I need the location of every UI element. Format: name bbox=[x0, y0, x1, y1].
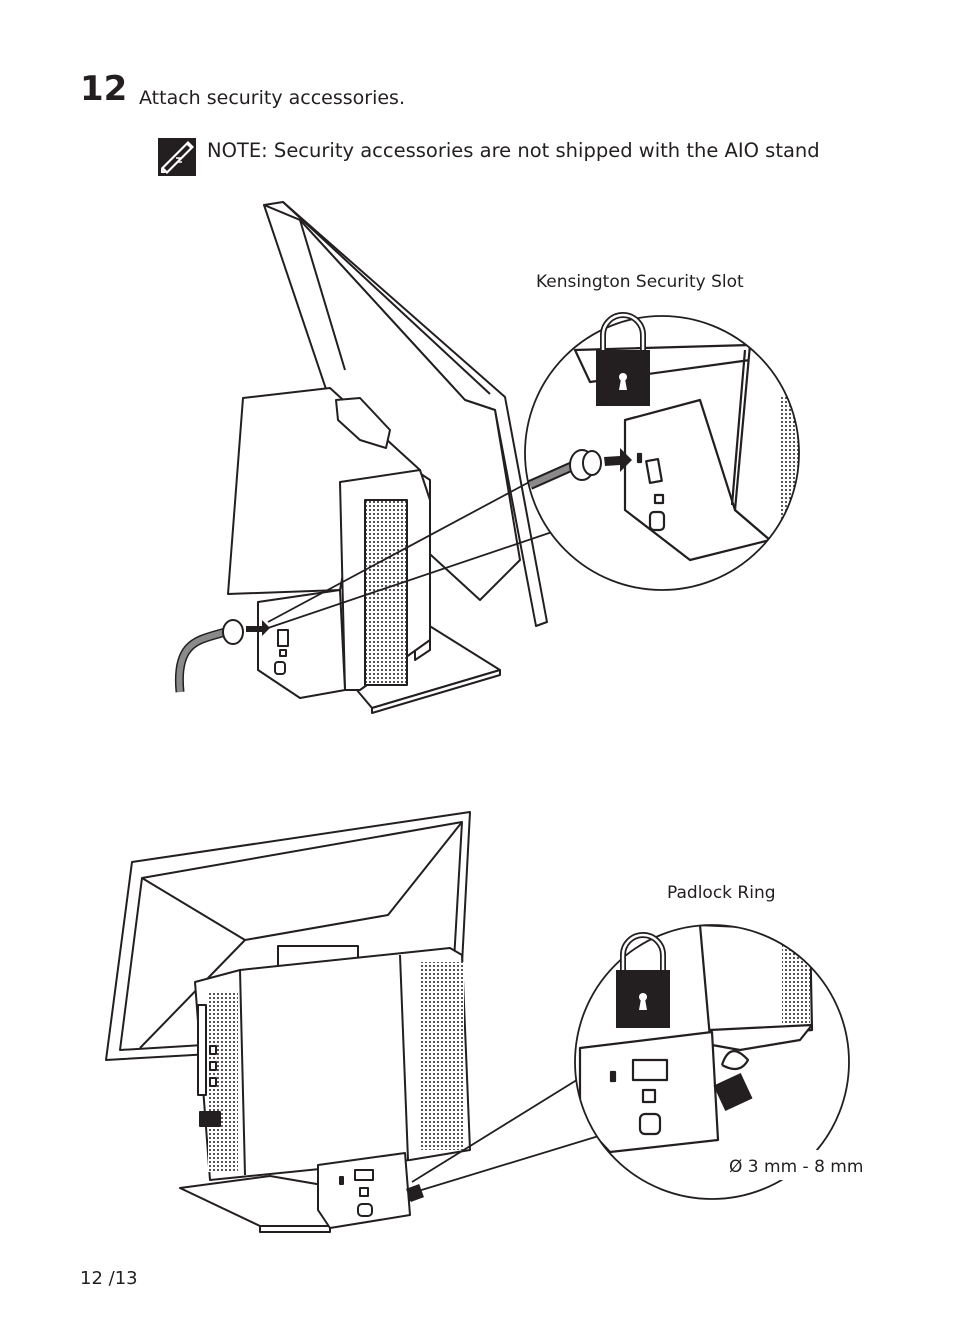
note-text: NOTE: Security accessories are not shipp… bbox=[207, 139, 820, 162]
step-instruction: Attach security accessories. bbox=[139, 87, 405, 109]
step-number: 12 bbox=[80, 69, 128, 109]
page-number: 12 /13 bbox=[80, 1268, 138, 1289]
padlock-ring-label: Padlock Ring bbox=[667, 883, 776, 903]
ring-diameter-label: Ø 3 mm - 8 mm bbox=[729, 1157, 864, 1177]
padlock-icon bbox=[616, 932, 670, 1028]
kensington-slot-label: Kensington Security Slot bbox=[536, 272, 744, 292]
note-pencil-icon bbox=[158, 138, 196, 176]
padlock-icon bbox=[596, 312, 650, 406]
